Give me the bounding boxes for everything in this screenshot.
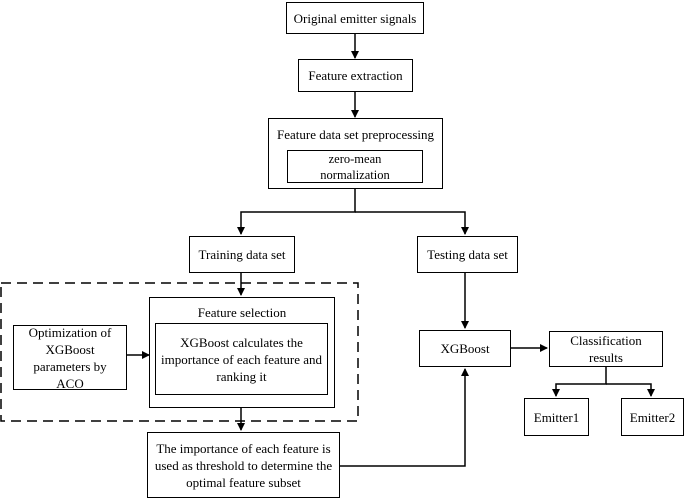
arrow-preprocessing-to-testing [355,211,469,235]
feature-selection-node: Feature selection XGBoost calculates the… [149,297,335,408]
arrow-preprocessing-to-training [237,189,356,235]
preprocessing-title: Feature data set preprocessing [276,127,435,142]
testing-set-node: Testing data set [417,236,518,273]
threshold-node: The importance of each feature is used a… [147,432,340,498]
xgb-importance-node: XGBoost calculates the importance of eac… [155,323,328,395]
preprocessing-node: Feature data set preprocessing zero-mean… [268,118,443,189]
feature-selection-group-frame [0,282,359,422]
original-signals-node: Original emitter signals [286,2,424,34]
emitter2-node: Emitter2 [621,398,684,436]
emitter1-node: Emitter1 [524,398,589,436]
arrow-threshold-to-xgboost [340,368,469,467]
feature-extraction-node: Feature extraction [298,59,413,92]
normalization-node: zero-mean normalization [287,150,423,183]
classification-node: Classification results [549,331,663,367]
arrow-classification-to-emitter2 [606,383,655,397]
aco-optimization-node: Optimization of XGBoost parameters by AC… [13,325,127,391]
xgboost-node: XGBoost [419,330,511,367]
training-set-node: Training data set [189,236,295,273]
arrow-classification-to-emitter1 [552,367,607,397]
feature-selection-title: Feature selection [197,305,287,320]
